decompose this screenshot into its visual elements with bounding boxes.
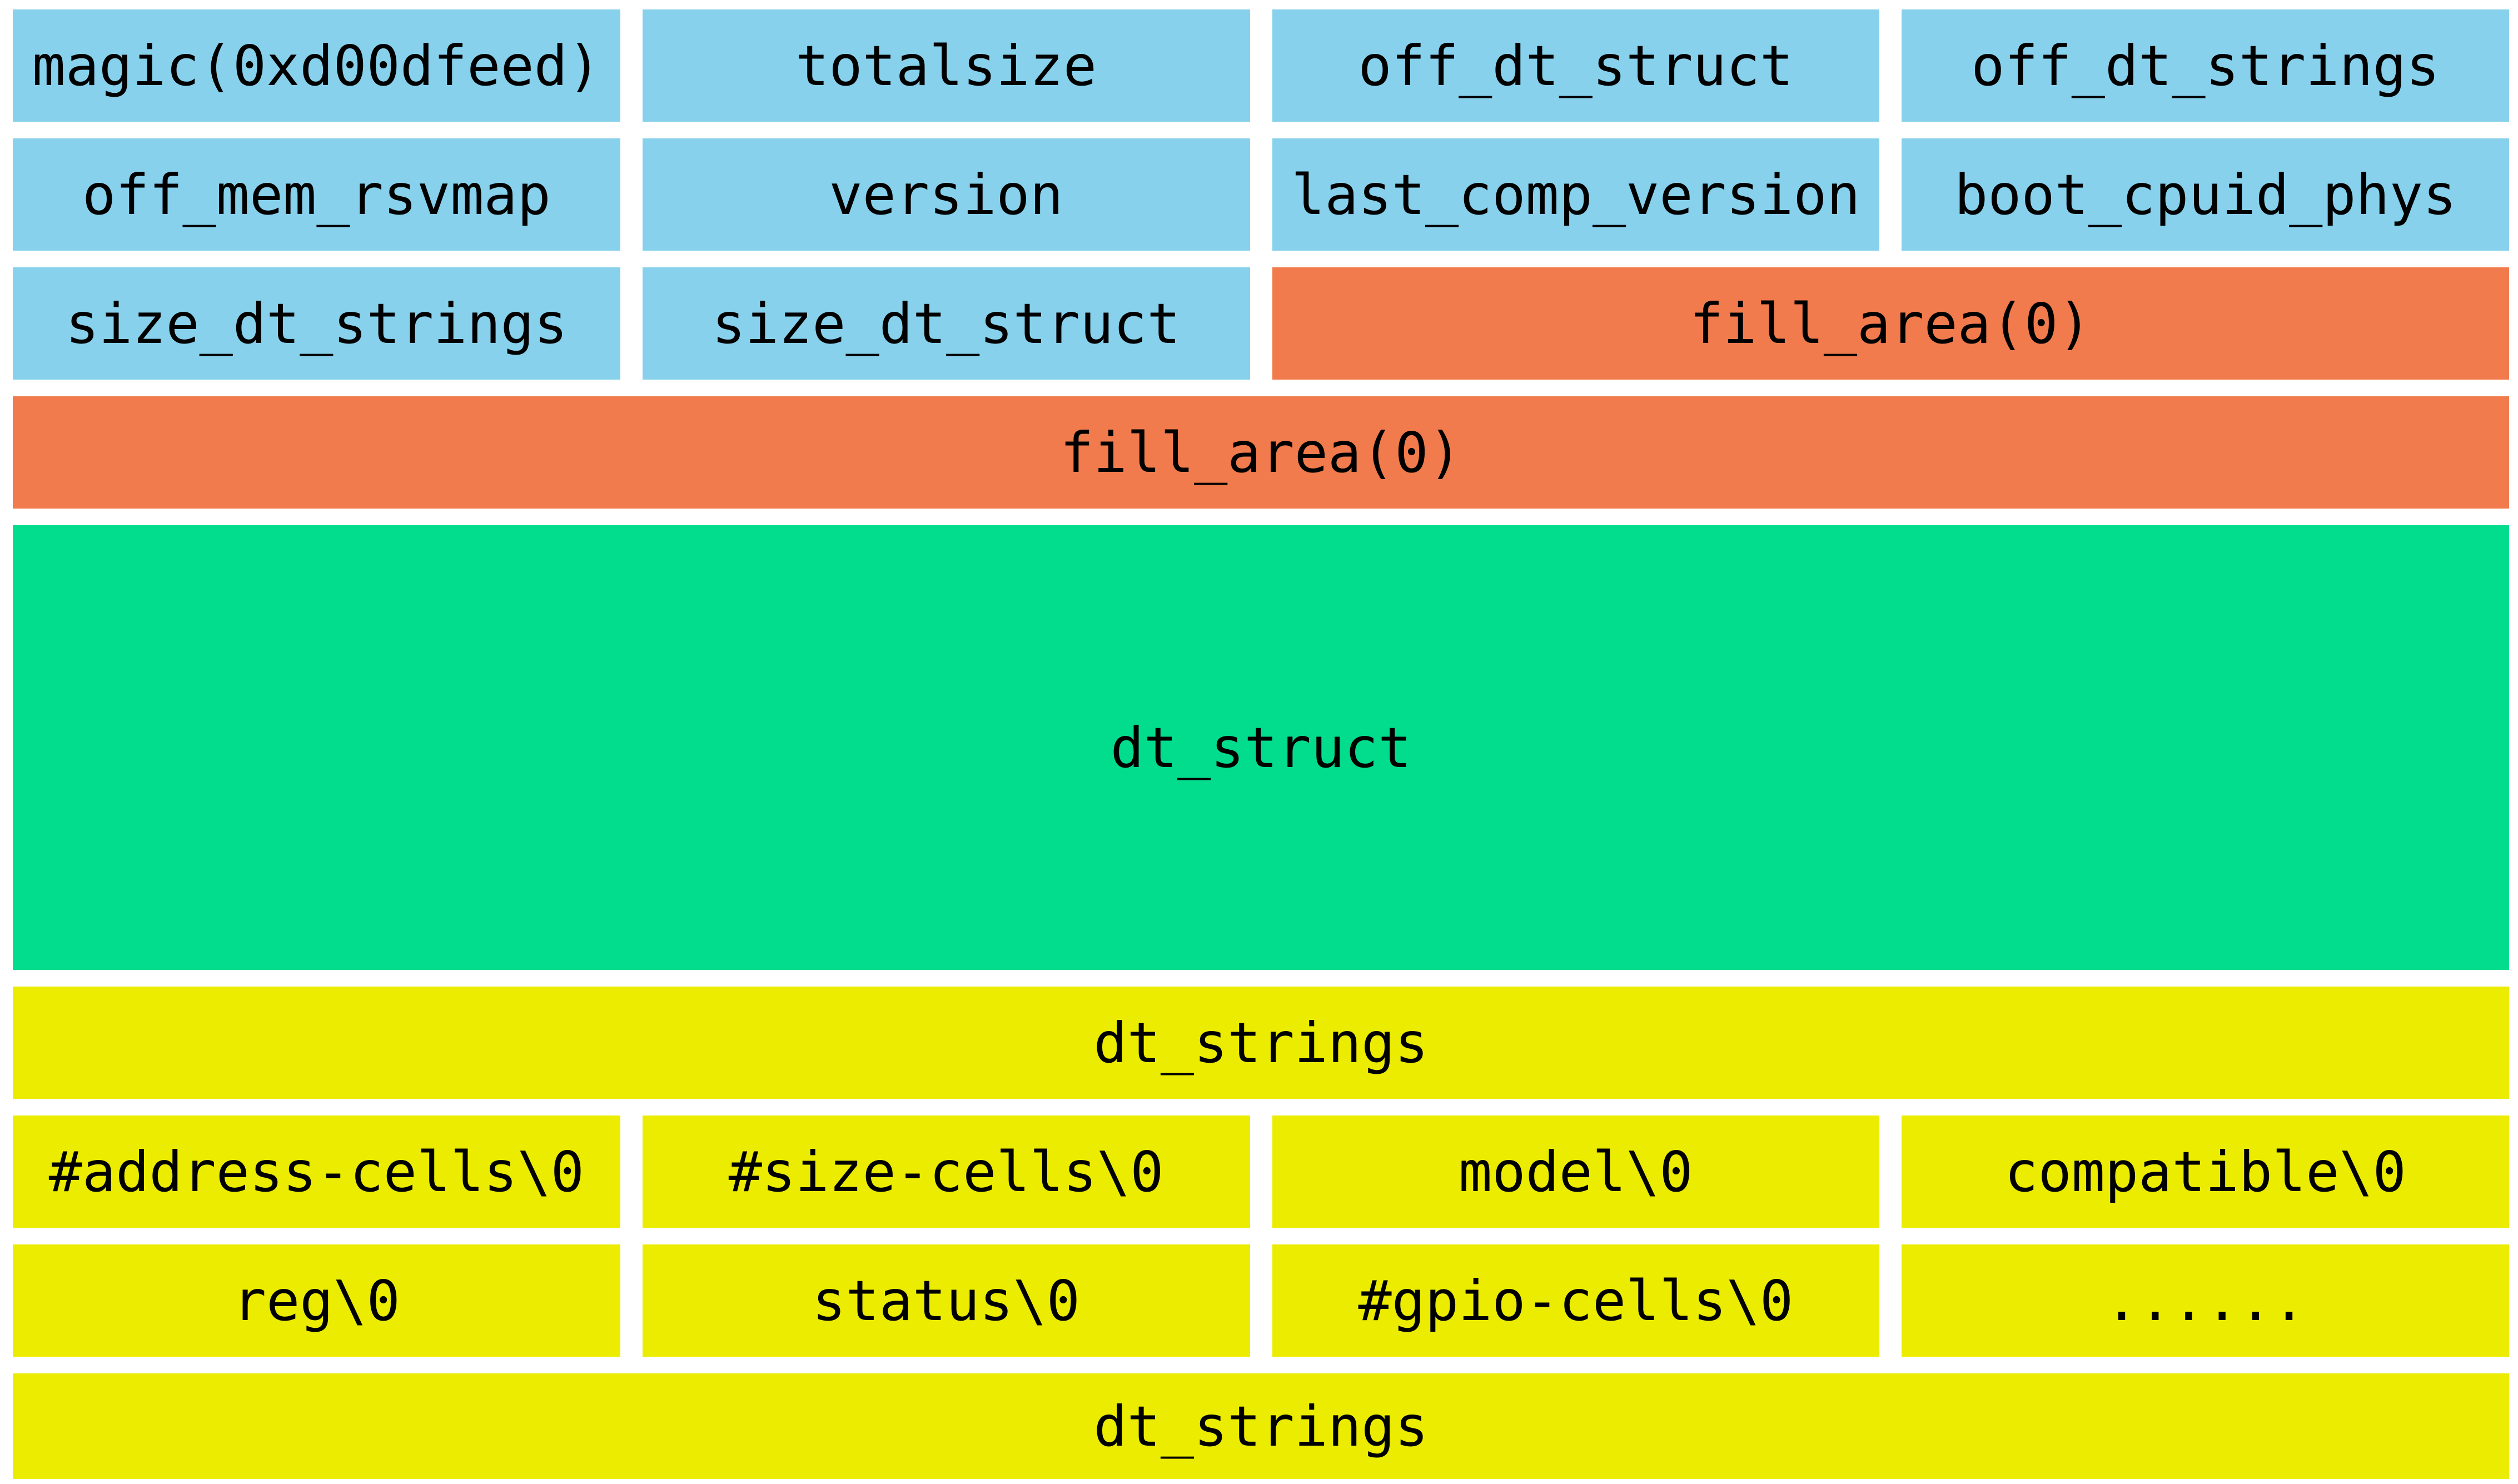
grid-cell-size-dt-struct: size_dt_struct xyxy=(642,267,1250,380)
grid-cell-fill-area-0: fill_area(0) xyxy=(13,396,2509,509)
grid-cell-magic-0xd00dfeed: magic(0xd00dfeed) xyxy=(13,9,620,122)
grid-cell-version: version xyxy=(642,138,1250,251)
grid-cell-totalsize: totalsize xyxy=(642,9,1250,122)
grid-cell-size-cells-0: #size-cells\0 xyxy=(642,1116,1250,1228)
grid-cell-off-mem-rsvmap: off_mem_rsvmap xyxy=(13,138,620,251)
grid-cell-off-dt-struct: off_dt_struct xyxy=(1272,9,1880,122)
grid-cell-compatible-0: compatible\0 xyxy=(1902,1116,2509,1228)
grid-cell-fill-area-0: fill_area(0) xyxy=(1272,267,2509,380)
grid-cell-off-dt-strings: off_dt_strings xyxy=(1902,9,2509,122)
grid-cell-last-comp-version: last_comp_version xyxy=(1272,138,1880,251)
grid-cell-size-dt-strings: size_dt_strings xyxy=(13,267,620,380)
grid-cell-gpio-cells-0: #gpio-cells\0 xyxy=(1272,1244,1880,1357)
grid-cell-dt-strings: dt_strings xyxy=(13,1373,2509,1479)
grid-cell-dots: ...... xyxy=(1902,1244,2509,1357)
grid-cell-reg-0: reg\0 xyxy=(13,1244,620,1357)
grid-cell-status-0: status\0 xyxy=(642,1244,1250,1357)
grid-cell-dt-strings: dt_strings xyxy=(13,987,2509,1099)
grid-cell-boot-cpuid-phys: boot_cpuid_phys xyxy=(1902,138,2509,251)
grid-cell-model-0: model\0 xyxy=(1272,1116,1880,1228)
grid-cell-address-cells-0: #address-cells\0 xyxy=(13,1116,620,1228)
grid-cell-dt-struct: dt_struct xyxy=(13,525,2509,970)
